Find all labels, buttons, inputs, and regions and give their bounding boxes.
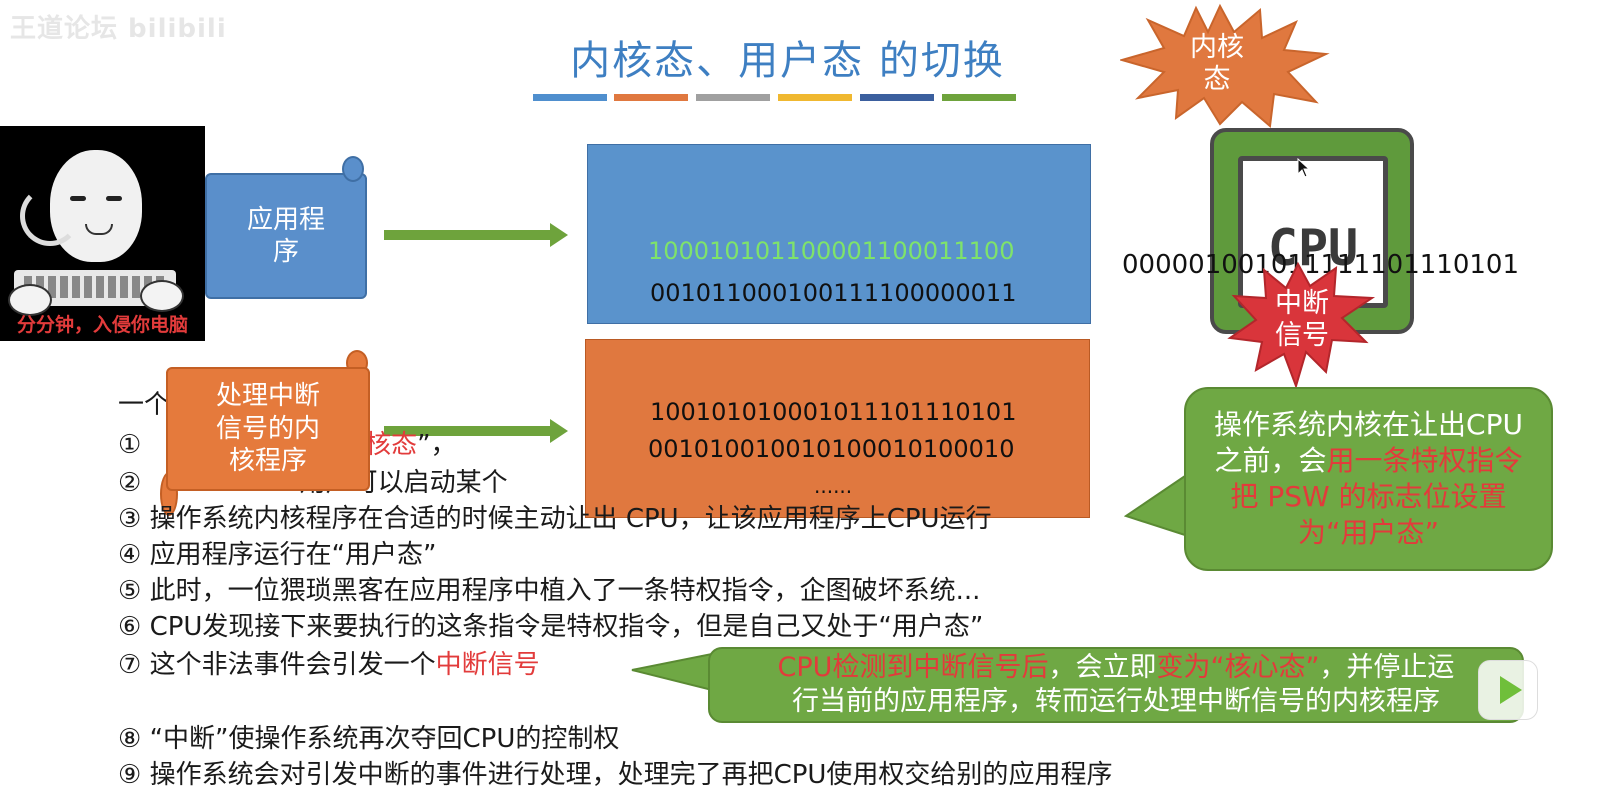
app-code-line-1: 10001010110000110001110​0 (648, 237, 1015, 265)
title-rule-3 (696, 94, 770, 101)
psw-callout-text: 操作系统内核在让出CPU之前，会 (1214, 408, 1523, 478)
mouse-cursor-icon (1297, 158, 1311, 178)
interrupt-callout-red-1: CPU检测到中断信号后 (777, 652, 1049, 683)
application-program-label: 应用程 序 (246, 204, 325, 268)
meme-left-eye (70, 196, 86, 201)
meme-caption: 分分钟，入侵你电脑 (16, 314, 188, 336)
list-line-4: ④ 应用程序运行在“用户态” (118, 540, 437, 570)
handler-to-kernel-arrow (384, 419, 568, 443)
kernel-code-ellipsis: ...... (814, 474, 853, 498)
watermark: 王道论坛 bilibili (10, 14, 227, 44)
interrupt-signal-label: 中断 信号 (1275, 288, 1329, 352)
play-button[interactable] (1478, 660, 1538, 720)
application-program-scroll: 应用程 序 (205, 173, 367, 299)
list-line-1-prefix: ① (118, 430, 150, 460)
slide-title: 内核态、用户态 的切换 (570, 38, 1005, 84)
cpu-instruction-binary: 000001001011111101110101 (1122, 250, 1520, 280)
interrupt-callout-red-2: 变为“核心态” (1156, 652, 1320, 683)
psw-callout: 操作系统内核在让出CPU之前，会用一条特权指令把 PSW 的标志位设置为“用户态… (1184, 387, 1553, 571)
list-line-2-prefix: ② (118, 468, 150, 498)
hacker-meme-image: 分分钟，入侵你电脑 (0, 126, 205, 341)
title-rule-1 (533, 94, 607, 101)
interrupt-signal-starburst (1227, 262, 1376, 388)
cpu-label: CPU (1267, 219, 1359, 277)
interrupt-callout-text-1: ，会立即 (1048, 652, 1157, 683)
interrupt-callout-text-2: ，并停止运 (1319, 652, 1455, 683)
title-rule-4 (778, 94, 852, 101)
interrupt-callout: CPU检测到中断信号后，会立即变为“核心态”，并停止运 行当前的应用程序，转而运… (708, 647, 1524, 723)
list-line-7: ⑦ 这个非法事件会引发一个中断信号 (118, 644, 540, 681)
list-line-1-suffix: ”， (417, 430, 457, 460)
title-rule-2 (614, 94, 688, 101)
interrupt-handler-label: 处理中断 信号的内 核程序 (215, 381, 320, 477)
psw-callout-pointer (1124, 472, 1189, 538)
meme-right-hand (140, 280, 184, 312)
app-code-line-2: 001011000100111100000011 (650, 279, 1017, 307)
meme-left-hand (8, 284, 52, 316)
kernel-mode-label: 内核 态 (1190, 32, 1244, 96)
interrupt-handler-scroll: 处理中断 信号的内 核程序 (166, 367, 370, 491)
meme-keyboard-keys (24, 276, 164, 298)
application-code-block: 10001010110000110001110​0 00101100010011… (587, 144, 1091, 324)
psw-callout-highlight: 用一条特权指令把 PSW 的标志位设置为“用户态” (1230, 444, 1523, 549)
list-line-5: ⑤ 此时，一位猥琐黑客在应用程序中植入了一条特权指令，企图破坏系统... (118, 576, 981, 606)
title-rule-6 (942, 94, 1016, 101)
cpu-chip-core: CPU (1238, 156, 1388, 308)
kernel-code-block: 100101010001011101110101 001010010010100… (585, 339, 1090, 518)
app-to-memory-arrow (384, 223, 568, 247)
list-line-7-interrupt: 中断信号 (435, 650, 540, 680)
meme-headset (20, 186, 80, 246)
kernel-code-line-1: 100101010001011101110101 (650, 398, 1017, 426)
list-line-3: ③ 操作系统内核程序在合适的时候主动让出 CPU，让该应用程序上CPU运行 (118, 504, 992, 534)
meme-right-eye (106, 196, 122, 201)
list-line-6: ⑥ CPU发现接下来要执行的这条指令是特权指令，但是自己又处于“用户态” (118, 612, 984, 642)
interrupt-callout-line-2: 行当前的应用程序，转而运行处理中断信号的内核程序 (792, 685, 1440, 717)
kernel-code-line-2: 001010010010100010100010 (648, 435, 1015, 463)
list-line-8: ⑧ “中断”使操作系统再次夺回CPU的控制权 (118, 724, 620, 754)
list-line-9: ⑨ 操作系统会对引发中断的事件进行处理，处理完了再把CPU使用权交给别的应用程序 (118, 760, 1113, 790)
interrupt-callout-pointer (631, 652, 713, 692)
meme-mouth (85, 224, 113, 235)
kernel-mode-starburst (1120, 3, 1330, 128)
play-icon (1500, 676, 1522, 704)
title-rule-5 (860, 94, 934, 101)
list-line-7-text: ⑦ 这个非法事件会引发一个 (118, 650, 436, 680)
scroll-curl-top (342, 156, 364, 182)
list-line-0: 一个 (118, 390, 171, 420)
